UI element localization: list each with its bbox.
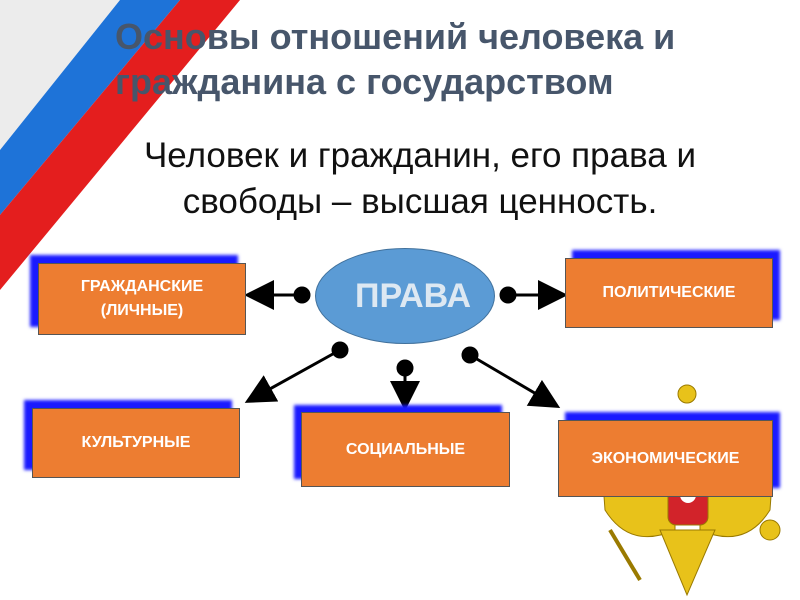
- arrow-cultural: [244, 348, 341, 403]
- node-label: КУЛЬТУРНЫЕ: [81, 434, 191, 451]
- arrow-knob: [396, 359, 414, 377]
- node-label: ЭКОНОМИЧЕСКИЕ: [591, 449, 740, 467]
- node-civil: ГРАЖДАНСКИЕ (ЛИЧНЫЕ): [38, 263, 246, 335]
- rights-hub-ellipse: ПРАВА: [315, 248, 495, 344]
- node-label: ГРАЖДАНСКИЕ (ЛИЧНЫЕ): [80, 278, 204, 319]
- title-line-1: Основы отношений человека и: [115, 16, 676, 57]
- arrow-knob: [331, 341, 349, 359]
- node-economic: ЭКОНОМИЧЕСКИЕ: [558, 420, 773, 497]
- node-label: ПОЛИТИЧЕСКИЕ: [602, 284, 736, 301]
- node-social: СОЦИАЛЬНЫЕ: [301, 412, 510, 487]
- arrow-economic: [469, 353, 561, 409]
- node-political: ПОЛИТИЧЕСКИЕ: [565, 258, 773, 328]
- node-label: СОЦИАЛЬНЫЕ: [345, 440, 466, 458]
- node-cultural: КУЛЬТУРНЫЕ: [32, 408, 240, 478]
- slide-subtitle: Человек и гражданин, его права и свободы…: [143, 136, 697, 221]
- hub-label: ПРАВА: [355, 277, 472, 315]
- arrow-knob: [293, 286, 311, 304]
- arrow-knob: [461, 346, 479, 364]
- title-line-2: гражданина с государством: [115, 61, 614, 102]
- slide-title: Основы отношений человека и гражданина с…: [115, 14, 800, 104]
- arrow-knob: [499, 286, 517, 304]
